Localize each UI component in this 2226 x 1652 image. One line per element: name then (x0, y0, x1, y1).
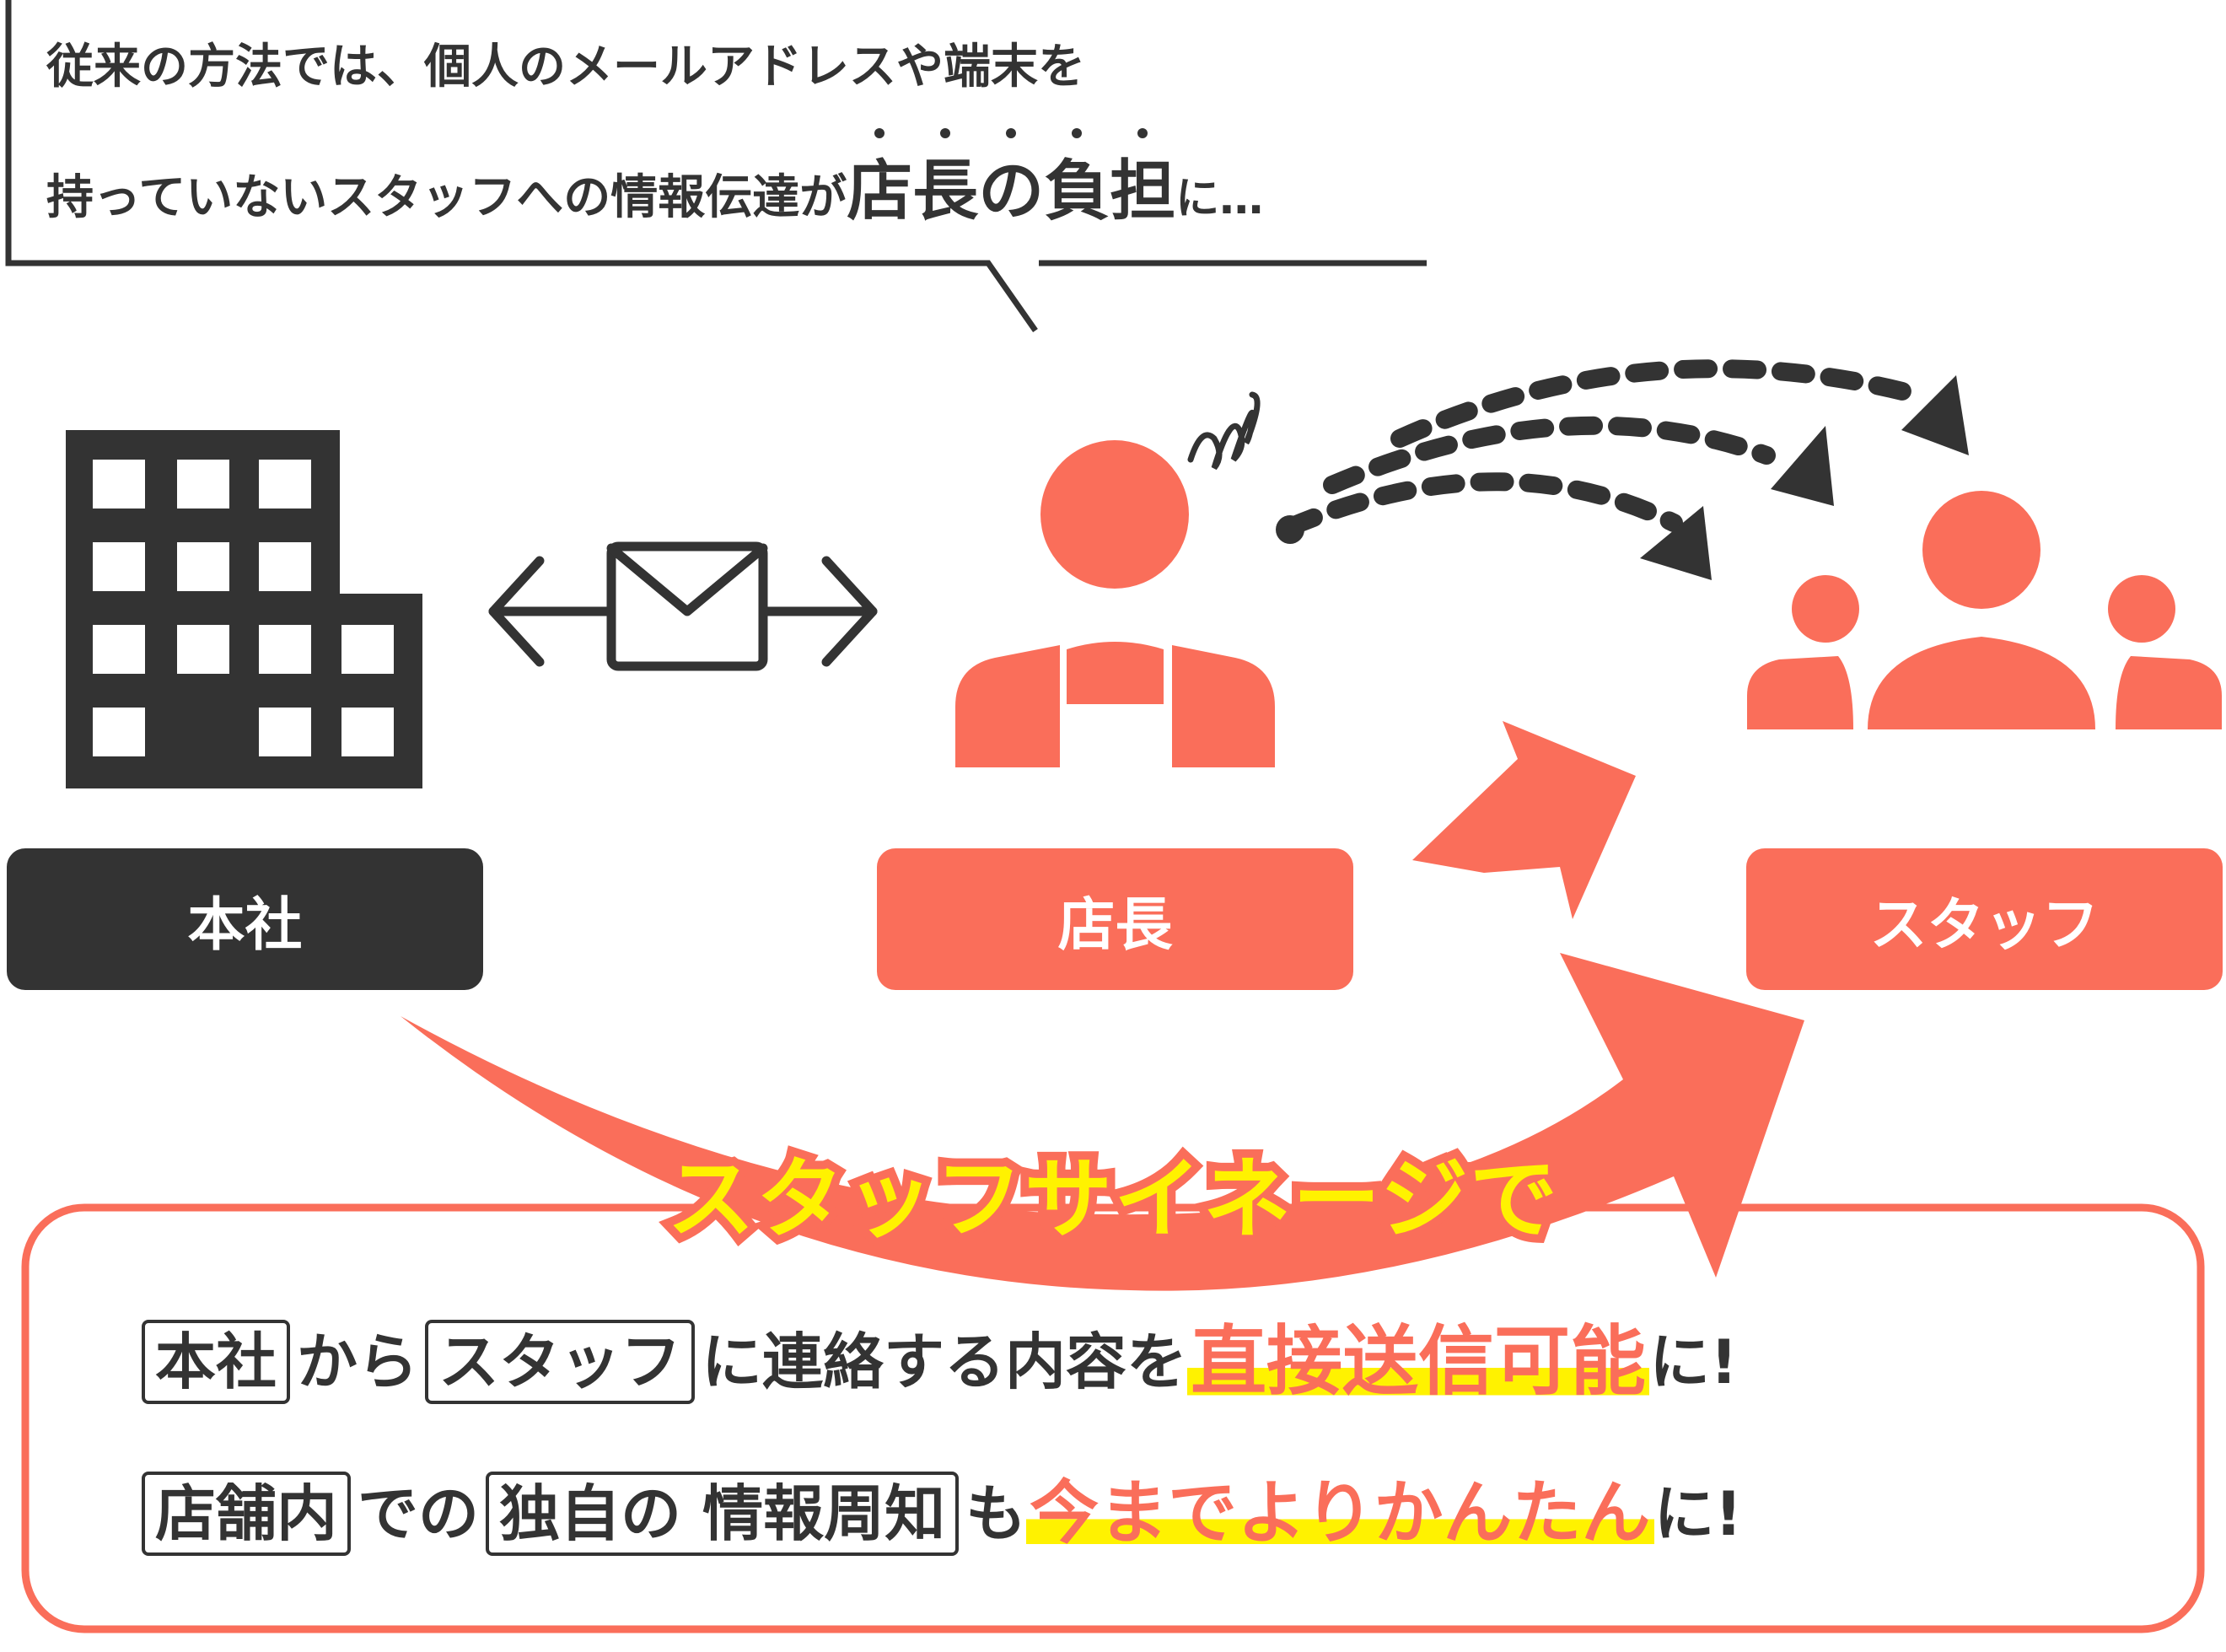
building-icon (66, 430, 422, 788)
dashed-arrowheads (1276, 375, 1969, 580)
bubble-text-line2: 持っていないスタッフへの情報伝達が店長の負担に… (46, 128, 1264, 225)
benefit-line-1: 本社 から スタッフ に連絡する内容を 直接送信可能 に! (135, 1320, 1738, 1404)
emphasis-char: 店 (847, 128, 912, 224)
benefit1-box-hq: 本社 (142, 1320, 291, 1404)
benefit2-box-info: 独自の 情報周知 (486, 1472, 960, 1556)
manager-to-staff-arrow (1412, 721, 1636, 919)
bubble-line2-suffix: に… (1175, 174, 1264, 224)
speech-bubble-outline (5, 0, 1427, 333)
benefit1-text2: に連絡する内容を (702, 1326, 1188, 1397)
benefit2-text1: での (358, 1478, 480, 1549)
emphasis-char: 長 (912, 128, 978, 224)
benefit2-box-store: 店舗内 (142, 1472, 352, 1556)
benefit-frame (21, 1203, 2205, 1633)
emphasis-char: の (978, 128, 1044, 224)
benefit1-text1: から (297, 1326, 419, 1397)
dashed-arrows (1281, 359, 1932, 536)
emphasis-char: 担 (1110, 128, 1175, 224)
benefit1-highlight: 直接送信可能 (1187, 1324, 1650, 1400)
manager-person-icon (955, 440, 1275, 767)
benefit1-box-staff: スタッフ (425, 1320, 696, 1404)
mail-icon (488, 541, 878, 671)
label-manager: 店長 (877, 848, 1353, 990)
benefit2-text2: も (965, 1478, 1027, 1549)
benefit1-suffix: に! (1649, 1326, 1738, 1397)
bubble-line2-prefix: 持っていないスタッフへの情報伝達が (46, 170, 847, 225)
label-headquarters: 本社 (7, 848, 483, 990)
staff-group-icon (1747, 491, 2222, 729)
bubble-text-line1: 従来の方法では、個人のメールアドレスや端末を (46, 40, 1085, 94)
worry-swirl-icon (1187, 391, 1261, 471)
label-staff: スタッフ (1746, 848, 2223, 990)
benefit2-suffix: に! (1653, 1478, 1743, 1549)
emphasis-char: 負 (1044, 128, 1110, 224)
signage-title: スタッフサイネージで (659, 1147, 1566, 1251)
benefit-line-2: 店舗内 での 独自の 情報周知 も 今までよりかんたん に! (135, 1472, 1742, 1556)
benefit2-highlight: 今までよりかんたん (1026, 1479, 1654, 1548)
